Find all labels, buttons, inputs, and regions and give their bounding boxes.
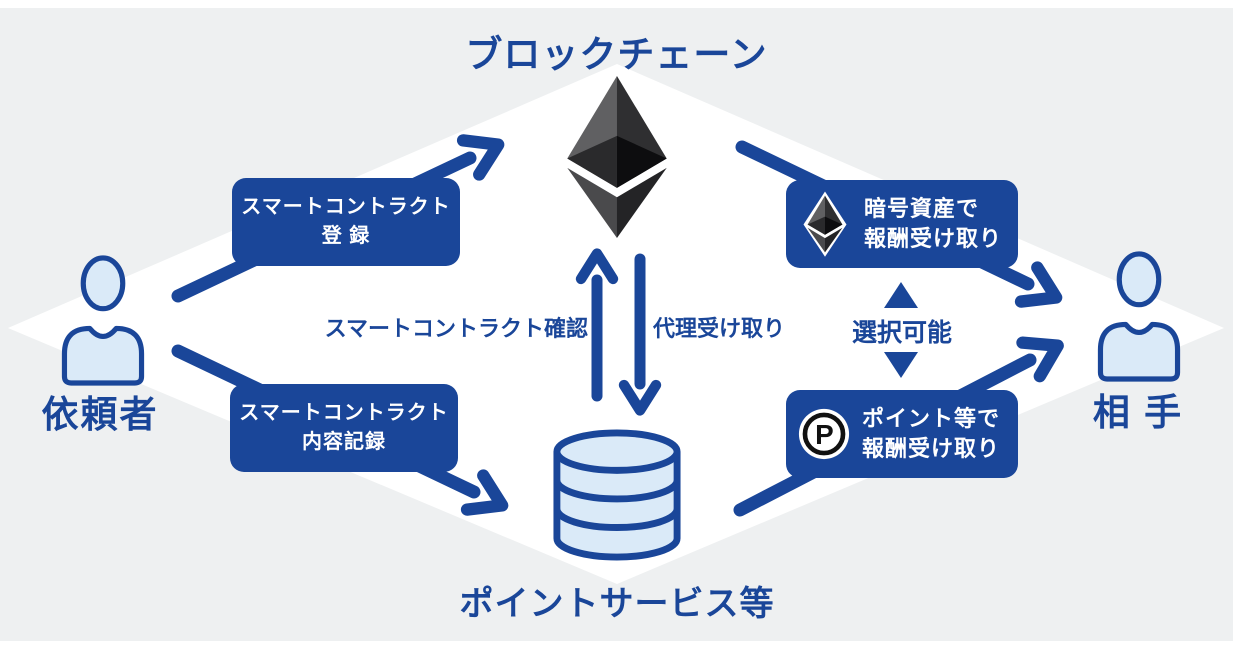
confirm-label: スマートコントラクト確認 (324, 316, 588, 341)
crypto-box-line1: 暗号資産で (864, 196, 980, 221)
point-reward-box: P ポイント等で 報酬受け取り (786, 390, 1018, 478)
ethereum-icon (803, 191, 847, 257)
crypto-reward-box: 暗号資産で 報酬受け取り (786, 180, 1018, 268)
points-box-line2: 報酬受け取り (862, 436, 1001, 461)
points-box-line1: ポイント等で (862, 406, 1001, 431)
register-box-line2: 登 録 (321, 225, 371, 247)
smart-contract-register-box: スマートコントラクト 登 録 (232, 178, 460, 266)
triangle-up-icon (884, 282, 918, 308)
point-p-icon: P (798, 408, 850, 460)
database-icon (553, 429, 681, 561)
requester-label: 依頼者 (41, 394, 159, 435)
triangle-down-icon (884, 352, 918, 378)
point-service-title: ポイントサービス等 (459, 585, 775, 623)
ethereum-icon (567, 76, 667, 238)
blockchain-title: ブロックチェーン (465, 34, 768, 75)
register-box-line1: スマートコントラクト (241, 196, 451, 218)
person-icon (1097, 251, 1181, 382)
point-p-letter: P (815, 419, 834, 450)
record-box-line2: 内容記録 (302, 431, 386, 453)
counterpart-label: 相 手 (1092, 392, 1184, 433)
smart-contract-record-box: スマートコントラクト 内容記録 (230, 384, 458, 472)
selectable-label: 選択可能 (851, 319, 952, 347)
record-box-line1: スマートコントラクト (239, 402, 449, 424)
proxy-receive-label: 代理受け取り (653, 316, 786, 341)
crypto-box-line2: 報酬受け取り (864, 226, 1003, 251)
person-icon (61, 255, 145, 386)
